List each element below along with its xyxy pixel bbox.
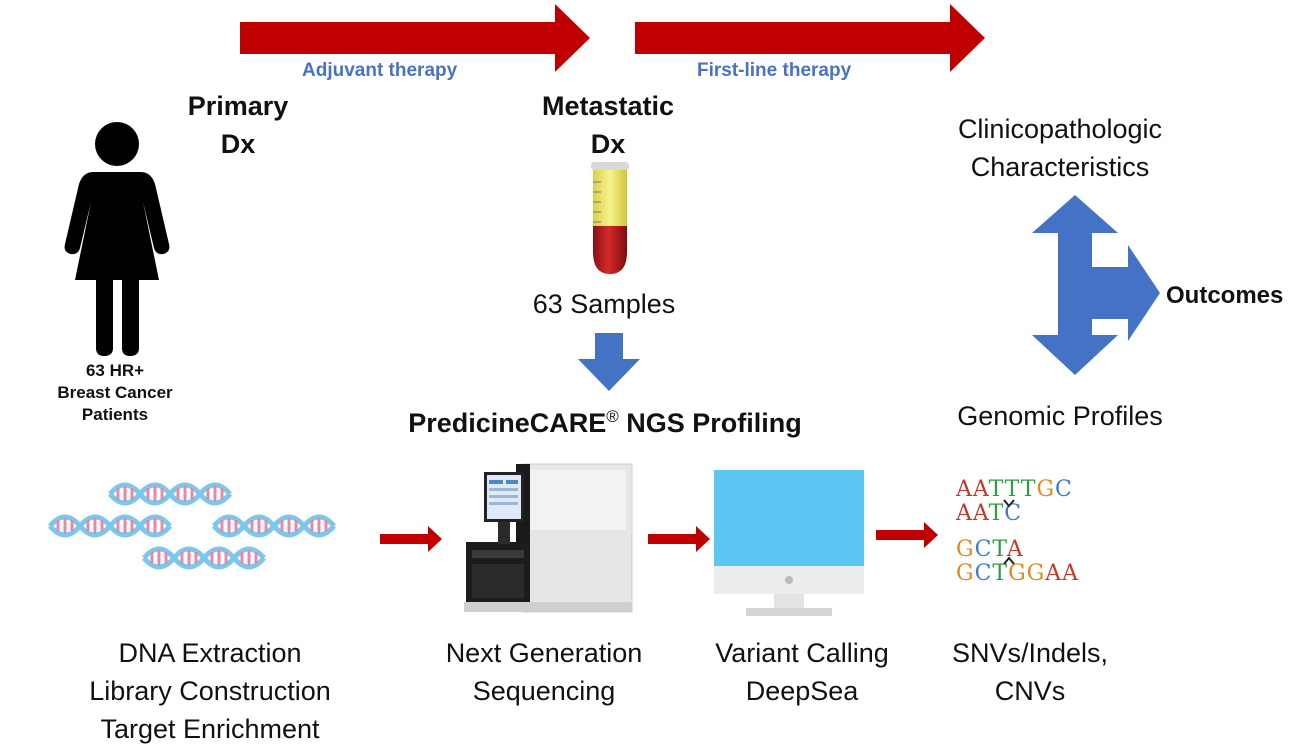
clinicopathologic-label: Clinicopathologic Characteristics (957, 114, 1163, 182)
primary-dx-label: Primary Dx (187, 91, 289, 159)
patient-figure-icon (64, 122, 170, 356)
variant-calling-label: Variant Calling DeepSea (715, 638, 889, 706)
sequence-row-2: AATC (956, 499, 1079, 526)
adjuvant-therapy-label: Adjuvant therapy (302, 60, 458, 81)
insertion-mark-icon (1003, 556, 1015, 565)
samples-label: 63 Samples (532, 289, 676, 319)
pipeline-arrow-2 (648, 526, 710, 552)
deletion-mark-icon (1003, 499, 1015, 508)
sequence-row-4: GCTGGAA (956, 556, 1079, 586)
monitor-icon (714, 470, 864, 616)
outcomes-label: Outcomes (1166, 282, 1284, 309)
sequence-row-1: AATTTGC (956, 477, 1073, 502)
down-arrow-icon (578, 333, 640, 391)
bidirectional-arrow-icon (1032, 195, 1160, 375)
blood-tube-icon (591, 162, 629, 274)
profiling-title: PredicineCARE® NGS Profiling (408, 407, 802, 438)
dna-extraction-label: DNA Extraction Library Construction Targ… (89, 638, 331, 744)
snv-indels-label: SNVs/Indels, CNVs (951, 638, 1109, 706)
sequence-row-3: GCTA (956, 537, 1024, 562)
ngs-label: Next Generation Sequencing (445, 638, 643, 706)
patients-label: 63 HR+ Breast Cancer Patients (57, 361, 173, 424)
sequence-alignment: AATTTGC AATC GCTA GCTGGAA (956, 478, 1079, 586)
dna-strands-icon (48, 470, 368, 590)
genomic-profiles-label: Genomic Profiles (957, 401, 1163, 431)
first-line-therapy-label: First-line therapy (697, 60, 852, 81)
pipeline-arrow-3 (876, 522, 938, 548)
metastatic-dx-label: Metastatic Dx (541, 91, 675, 159)
sequencer-machine-icon (464, 463, 633, 613)
pipeline-arrow-1 (380, 526, 442, 552)
